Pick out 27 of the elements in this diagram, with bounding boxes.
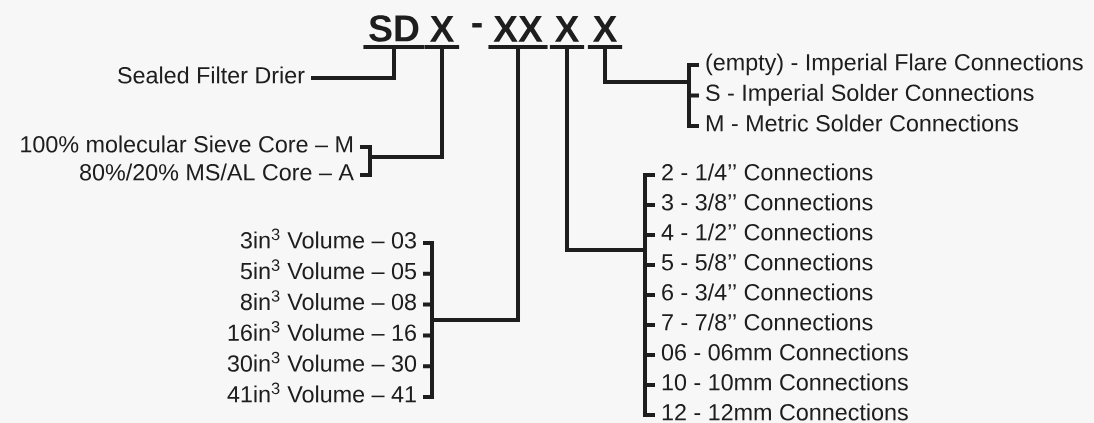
- option-text: 12 - 12mm Connections: [662, 403, 908, 421]
- option-text: 16in$^{3}$ Volume – 16: [228, 320, 416, 341]
- option-text: 5in$^{3}$ Volume – 05: [240, 259, 416, 280]
- option-text: 30in$^{3}$ Volume – 30: [227, 351, 417, 372]
- option-text: 8in$^{3}$ Volume – 08: [240, 290, 416, 311]
- code-segment: XX: [488, 16, 548, 49]
- option-text: M - Metric Solder Connections: [706, 114, 1018, 132]
- code-segment: X: [424, 16, 460, 49]
- option-text: 3in$^{3}$ Volume – 03: [240, 228, 416, 249]
- option-text: 10 - 10mm Connections: [662, 373, 908, 391]
- option-text: 100% molecular Sieve Core – M: [21, 135, 353, 153]
- option-text: 4 - 1/2’’ Connections: [661, 223, 873, 241]
- code-separator: -: [472, 23, 482, 28]
- option-text: 41in$^{3}$ Volume – 41: [227, 382, 416, 403]
- option-text: 3 - 3/8’’ Connections: [661, 193, 873, 211]
- option-text: (empty) - Imperial Flare Connections: [706, 53, 1083, 76]
- option-text: 6 - 3/4’’ Connections: [662, 283, 873, 301]
- option-text: 06 - 06mm Connections: [661, 343, 908, 361]
- option-text: 7 - 7/8’’ Connections: [662, 313, 873, 331]
- option-text: Sealed Filter Drier: [118, 66, 305, 84]
- code-segment: X: [587, 16, 623, 49]
- option-text: S - Imperial Solder Connections: [706, 83, 1034, 106]
- code-segment: SD: [363, 15, 425, 49]
- code-segment: X: [549, 16, 585, 49]
- option-text: 2 - 1/4’’ Connections: [662, 163, 873, 181]
- option-text: 5 - 5/8’’ Connections: [661, 253, 873, 271]
- option-text: 80%/20% MS/AL Core – A: [80, 163, 354, 181]
